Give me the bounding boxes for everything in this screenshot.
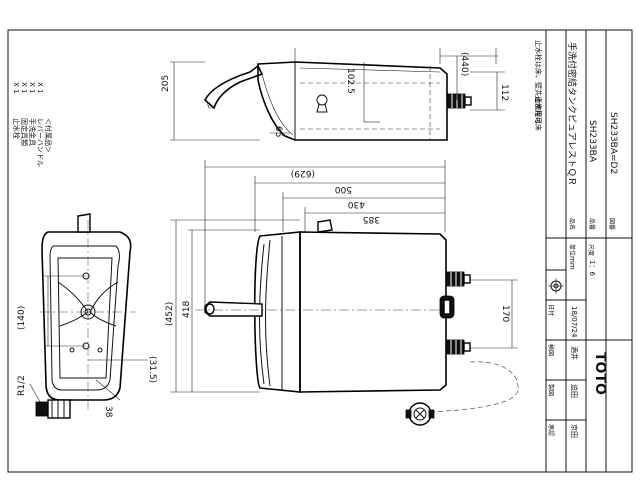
dim-629: (629): [291, 168, 315, 178]
dim-440: (440): [459, 52, 469, 76]
date: 18/07/24: [570, 306, 578, 338]
label-approver: 承認: [547, 424, 555, 436]
accessory-2-name: 手洗金具: [28, 118, 37, 146]
unit: mm: [568, 256, 576, 270]
dim-418: 418: [182, 301, 192, 318]
accessory-notes: ＜付属品＞ レバーハンドル 手洗金具 固定具類 止水栓 X 1 X 1 X 1 …: [12, 82, 53, 167]
dim-31-5: (31.5): [147, 356, 157, 383]
accessory-3-name: 固定具類: [20, 118, 29, 146]
label-product-name: 品名: [568, 218, 576, 230]
dim-38: 38: [103, 406, 113, 418]
tank-front-view: [170, 160, 519, 426]
accessory-1-name: レバーハンドル: [36, 118, 44, 167]
dim-500: 500: [335, 184, 352, 194]
stop-valve-note-2: 止水栓は床: [534, 96, 543, 131]
product-no: SH233BA: [587, 120, 597, 163]
hand-wash-bowl-view: [29, 213, 148, 419]
dim-140: (140): [17, 306, 27, 330]
title-block: [545, 29, 633, 473]
label-checker: 検図: [547, 344, 555, 356]
label-date: 日付: [547, 304, 555, 316]
accessories-heading: ＜付属品＞: [44, 118, 53, 153]
approver: 京田: [570, 424, 579, 438]
dim-385: 385: [363, 214, 380, 224]
product-name: 手洗付密結タンクピュアレストＱＲ: [566, 42, 578, 186]
accessory-4-name: 止水栓: [12, 118, 21, 139]
company-logo: TOTO: [592, 352, 608, 395]
scale: 1：6: [588, 260, 596, 276]
drafter: 迫田: [570, 384, 579, 398]
accessory-1-qty: X 1: [36, 82, 44, 93]
accessory-3-qty: X 1: [20, 82, 28, 93]
label-scale: 尺度: [587, 244, 595, 256]
accessory-2-qty: X 1: [28, 82, 36, 93]
accessory-4-qty: X 1: [12, 82, 20, 93]
drawing-no: SH233BA=D2: [608, 112, 618, 174]
label-drawing-no: 図番: [608, 218, 615, 230]
checker: 酒井: [570, 346, 579, 360]
thread-r1-2: R1/2: [17, 375, 27, 396]
dim-112: 112: [499, 84, 509, 101]
label-unit: 単位: [568, 244, 576, 256]
label-drafter: 製図: [547, 384, 555, 396]
dim-205: 205: [161, 75, 171, 92]
dim-65: 65: [273, 126, 283, 137]
stop-valve-note-1: 止水栓は床、壁共通使用可: [534, 40, 543, 124]
dim-102-5: 102.5: [345, 68, 355, 94]
tank-top-view: [170, 48, 505, 141]
dim-430: 430: [348, 199, 365, 209]
label-product-no: 品番: [588, 218, 595, 230]
dim-452: (452): [165, 302, 175, 326]
dim-170: 170: [500, 305, 510, 322]
